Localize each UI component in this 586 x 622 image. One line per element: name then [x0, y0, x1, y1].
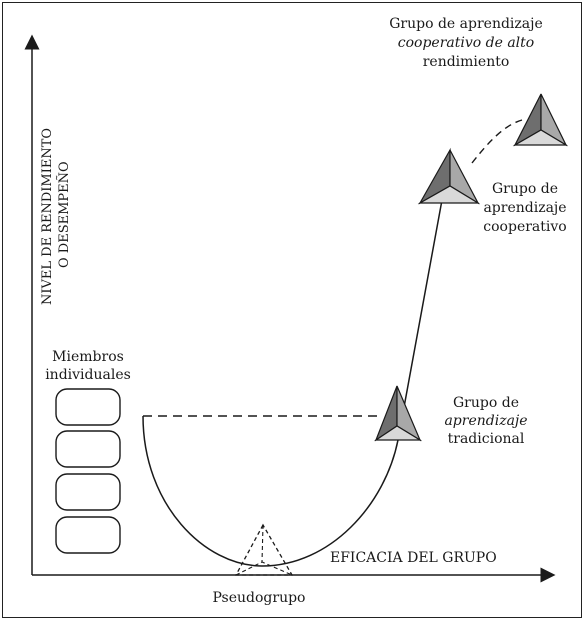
high-performance-label-line2: cooperativo de alto: [398, 35, 534, 51]
y-axis-label-line1: NIVEL DE RENDIMIENTO: [40, 128, 55, 305]
member-box: [55, 516, 121, 554]
y-axis-label-line2: O DESEMPEÑO: [56, 161, 72, 268]
member-box: [55, 430, 121, 468]
high-performance-group-pyramid-icon: [512, 93, 569, 147]
cooperative-label-line2: aprendizaje: [483, 200, 566, 216]
high-performance-label-line1: Grupo de aprendizaje: [389, 16, 543, 32]
cooperative-group-pyramid-icon: [417, 147, 481, 205]
members-label-line2: individuales: [45, 367, 131, 383]
high-performance-dashed-curve: [471, 119, 523, 164]
cooperative-label-line3: cooperativo: [483, 219, 566, 235]
member-box: [55, 388, 121, 426]
traditional-group-pyramid-icon: [374, 385, 423, 442]
high-performance-label-line3: rendimiento: [423, 54, 510, 70]
traditional-label-line1: Grupo de: [453, 395, 519, 411]
traditional-label-line3: tradicional: [448, 431, 525, 447]
performance-curve: [142, 199, 443, 567]
members-label-line1: Miembros: [52, 349, 124, 365]
x-axis-label: EFICACIA DEL GRUPO: [330, 550, 497, 566]
member-box: [55, 473, 121, 511]
cooperative-label-line1: Grupo de: [492, 181, 558, 197]
pseudogroup-label: Pseudogrupo: [213, 590, 306, 606]
pseudogroup-pyramid-icon: [234, 523, 294, 576]
traditional-label-line2: aprendizaje: [444, 413, 527, 429]
